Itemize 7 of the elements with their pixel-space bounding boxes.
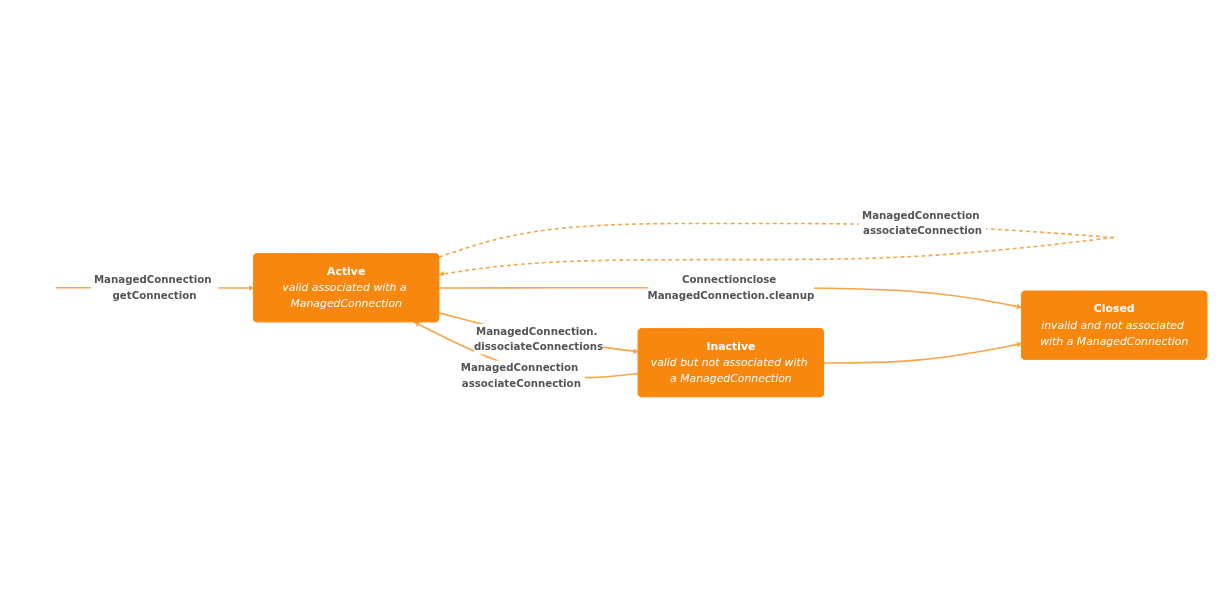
arrow: [822, 341, 1022, 364]
edge-label: ManagedConnection. dissociateConnections: [473, 324, 603, 353]
arrow: [413, 321, 639, 379]
edge-label: ManagedConnection getConnection: [93, 273, 211, 301]
edge-label: Connectionclose ManagedConnection.cleanup: [647, 273, 814, 301]
edge-label: ManagedConnection associateConnection: [460, 361, 581, 389]
edge-label: ManagedConnection associateConnection: [861, 208, 982, 237]
